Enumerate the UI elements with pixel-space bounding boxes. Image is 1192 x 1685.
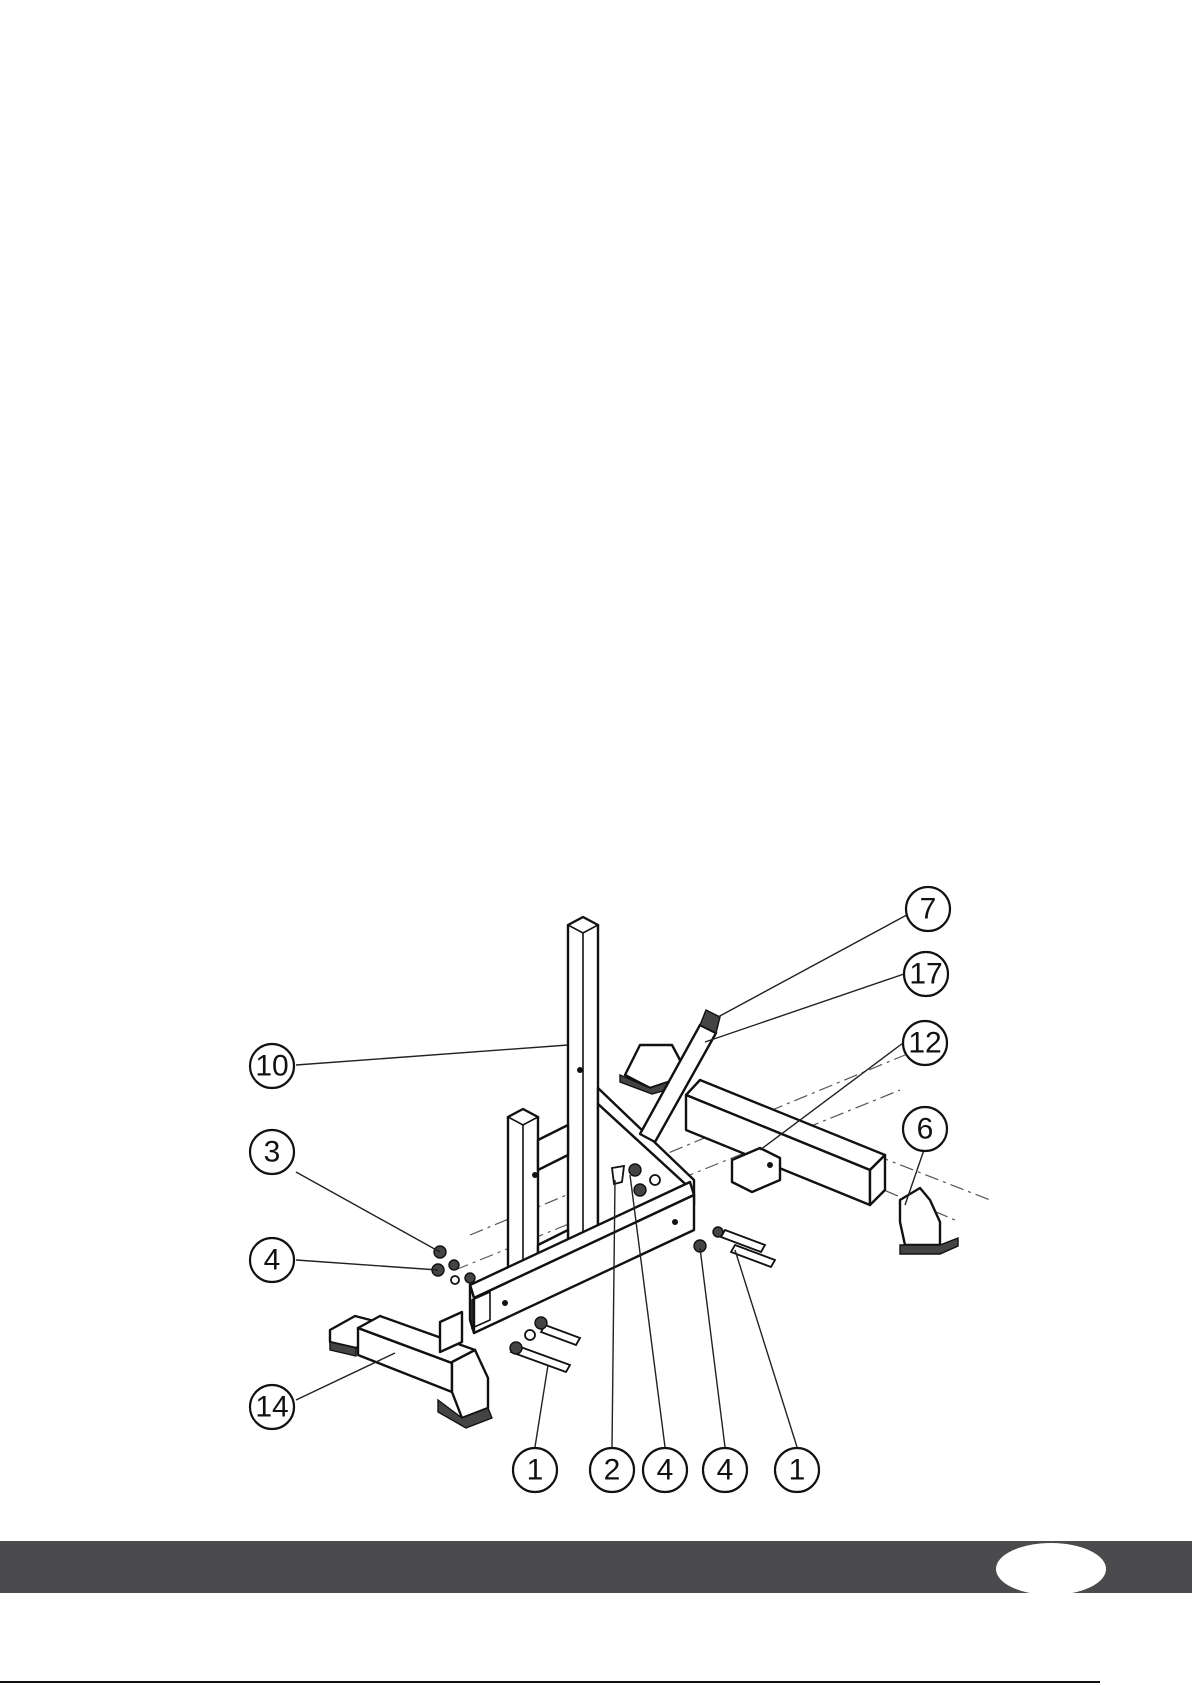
page-number-badge (996, 1543, 1106, 1595)
callout-1-right: 1 (775, 1448, 819, 1492)
front-foot (330, 1312, 492, 1428)
callout-17: 17 (904, 952, 948, 996)
callout-6: 6 (903, 1107, 947, 1151)
svg-text:6: 6 (917, 1113, 934, 1146)
callout-3: 3 (250, 1130, 294, 1174)
svg-text:3: 3 (264, 1136, 281, 1169)
bottom-rule (0, 1681, 1100, 1683)
svg-text:2: 2 (604, 1454, 621, 1487)
svg-text:12: 12 (908, 1027, 941, 1060)
svg-text:14: 14 (255, 1391, 288, 1424)
svg-text:1: 1 (527, 1454, 544, 1487)
callout-12: 12 (903, 1021, 947, 1065)
callout-1-front: 1 (513, 1448, 557, 1492)
callout-4-left: 4 (250, 1238, 294, 1282)
callout-2: 2 (590, 1448, 634, 1492)
callout-14: 14 (250, 1385, 294, 1429)
svg-text:7: 7 (920, 893, 937, 926)
svg-text:1: 1 (789, 1454, 806, 1487)
svg-text:4: 4 (657, 1454, 674, 1487)
callout-10: 10 (250, 1044, 294, 1088)
callout-4-right: 4 (703, 1448, 747, 1492)
svg-text:4: 4 (717, 1454, 734, 1487)
svg-text:10: 10 (255, 1050, 288, 1083)
svg-text:17: 17 (909, 958, 942, 991)
callout-4-middle: 4 (643, 1448, 687, 1492)
svg-text:4: 4 (264, 1244, 281, 1277)
callout-7: 7 (906, 887, 950, 931)
